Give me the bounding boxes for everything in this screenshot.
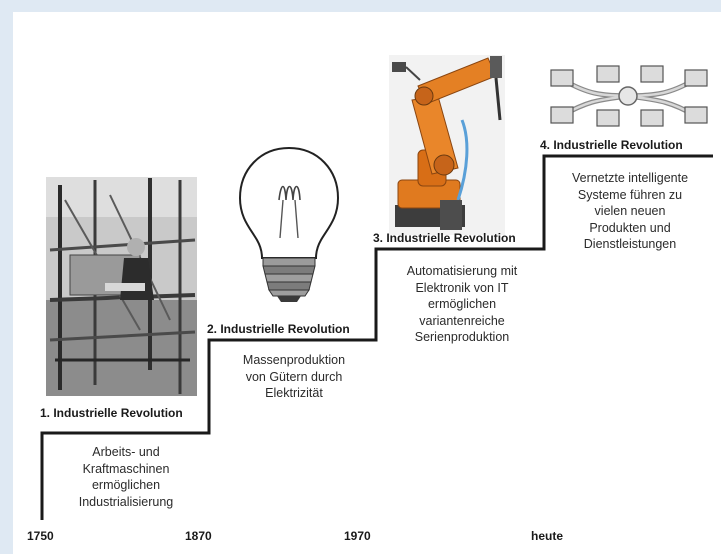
stage-3-description: Automatisierung mit Elektronik von IT er… [406,264,518,344]
stage-3-heading: 3. Industrielle Revolution [373,231,516,245]
stage-4-heading: 4. Industrielle Revolution [540,138,683,152]
stage-4-description: Vernetzte intelligente Systeme führen zu… [571,171,689,251]
network-nodes [550,65,708,127]
timeline-label-1870: 1870 [185,529,212,543]
stage-2-description: Massenproduktion von Gütern durch Elektr… [242,353,346,400]
weaving-loom-photo [46,177,197,396]
stage-1-heading: 1. Industrielle Revolution [40,406,183,420]
staircase-line [40,154,713,520]
industrial-robot-arm [389,55,505,235]
light-bulb [238,146,340,302]
timeline-label-heute: heute [531,529,564,543]
stage-1-description: Arbeits- und Kraftmaschinen ermöglichen … [78,445,174,509]
timeline-label-1750: 1750 [27,529,54,543]
timeline-label-1970: 1970 [344,529,371,543]
stage-2-heading: 2. Industrielle Revolution [207,322,350,336]
